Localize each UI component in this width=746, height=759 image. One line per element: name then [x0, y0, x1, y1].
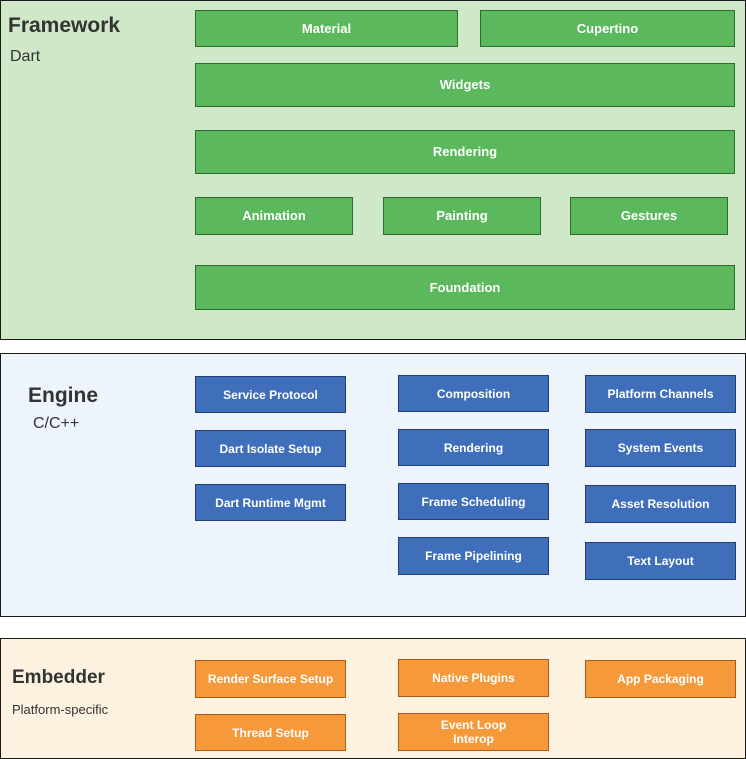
engine-subtitle: C/C++ [33, 415, 80, 432]
framework-rendering-box: Rendering [195, 130, 735, 174]
embedder-layer: Embedder Platform-specific Render Surfac… [0, 638, 746, 759]
asset-resolution-box: Asset Resolution [585, 485, 736, 523]
engine-rendering-box: Rendering [398, 429, 549, 466]
widgets-box: Widgets [195, 63, 735, 107]
embedder-subtitle: Platform-specific [12, 702, 109, 717]
cupertino-box: Cupertino [480, 10, 735, 47]
frame-scheduling-box: Frame Scheduling [398, 483, 549, 520]
foundation-box: Foundation [195, 265, 735, 310]
native-plugins-box: Native Plugins [398, 659, 549, 697]
framework-title: Framework [8, 14, 121, 37]
service-protocol-box: Service Protocol [195, 376, 346, 413]
app-packaging-box: App Packaging [585, 660, 736, 698]
painting-box: Painting [383, 197, 541, 235]
framework-subtitle: Dart [10, 48, 41, 65]
system-events-box: System Events [585, 429, 736, 467]
render-surface-setup-box: Render Surface Setup [195, 660, 346, 698]
composition-box: Composition [398, 375, 549, 412]
platform-channels-box: Platform Channels [585, 375, 736, 413]
material-box: Material [195, 10, 458, 47]
dart-isolate-setup-box: Dart Isolate Setup [195, 430, 346, 467]
gestures-box: Gestures [570, 197, 728, 235]
engine-title: Engine [28, 384, 99, 407]
dart-runtime-mgmt-box: Dart Runtime Mgmt [195, 484, 346, 521]
event-loop-interop-box: Event Loop Interop [398, 713, 549, 751]
text-layout-box: Text Layout [585, 542, 736, 580]
framework-layer: Framework Dart Material Cupertino Widget… [0, 0, 746, 340]
animation-box: Animation [195, 197, 353, 235]
embedder-title: Embedder [12, 667, 105, 688]
thread-setup-box: Thread Setup [195, 714, 346, 751]
engine-layer: Engine C/C++ Service Protocol Dart Isola… [0, 353, 746, 617]
frame-pipelining-box: Frame Pipelining [398, 537, 549, 575]
